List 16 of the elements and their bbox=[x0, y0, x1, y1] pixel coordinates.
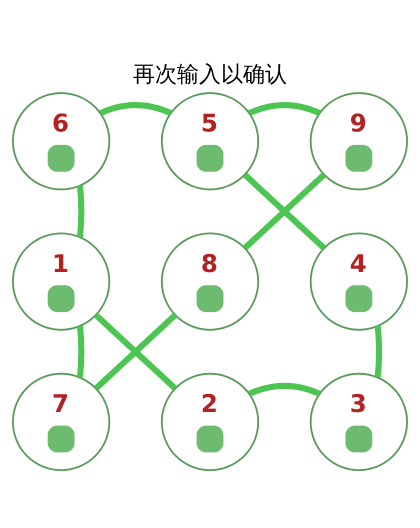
node-circle: 8 bbox=[160, 232, 260, 330]
connector bbox=[248, 102, 321, 116]
node-circle: 3 bbox=[310, 372, 408, 471]
node-circle: 2 bbox=[160, 372, 260, 471]
diagram-title: 再次输入以确认 bbox=[133, 62, 287, 87]
connector bbox=[100, 102, 172, 116]
node-circle: 7 bbox=[12, 372, 110, 471]
connector bbox=[76, 184, 84, 237]
node-circle: 6 bbox=[12, 92, 110, 190]
connector bbox=[248, 382, 321, 396]
node-circle: 4 bbox=[310, 232, 408, 330]
node-circle: 1 bbox=[12, 232, 110, 330]
connector bbox=[76, 325, 84, 377]
node-circle: 5 bbox=[160, 92, 260, 190]
node-circle: 9 bbox=[310, 92, 408, 190]
connector bbox=[374, 325, 382, 377]
